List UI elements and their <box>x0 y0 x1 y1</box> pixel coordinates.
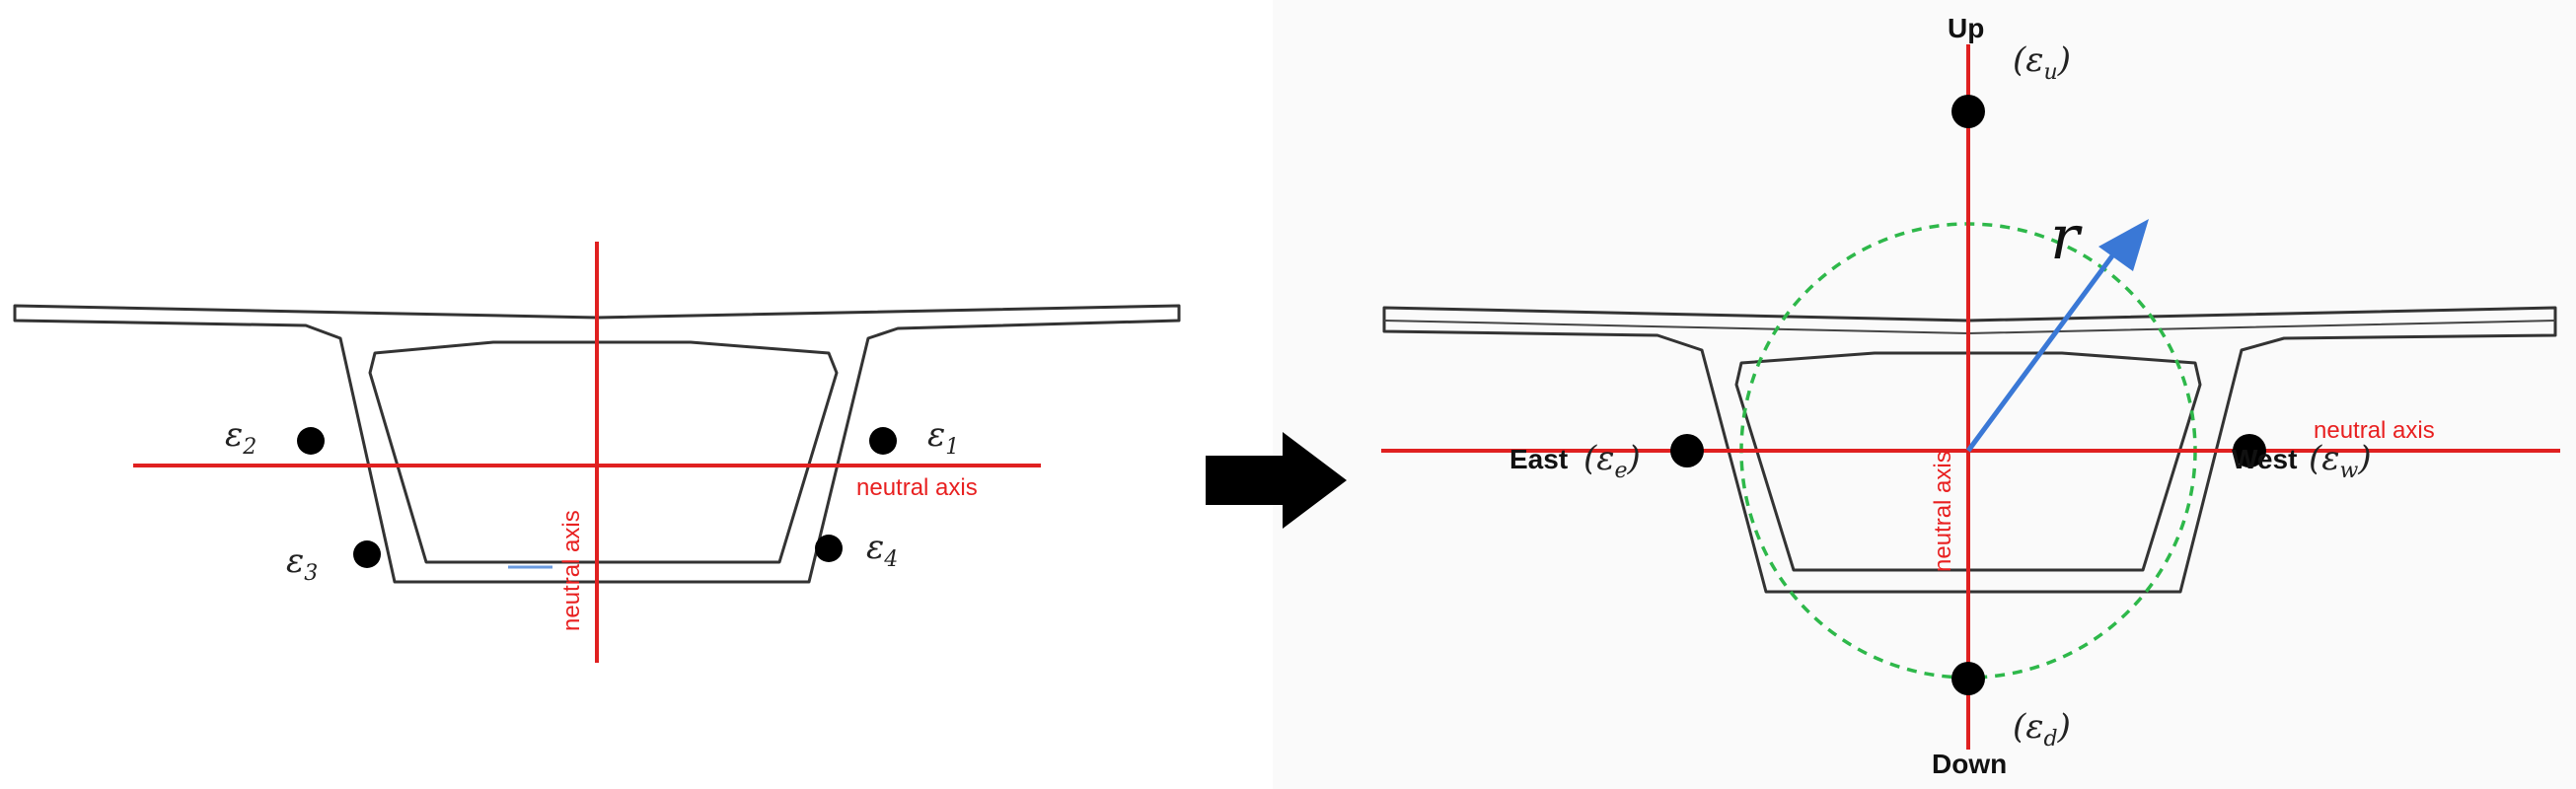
down-label: Down <box>1932 749 2007 779</box>
east-strain-label: (εe) <box>1583 439 1641 483</box>
up-label: Up <box>1948 13 1984 43</box>
left-girder-inner-cell <box>368 340 839 564</box>
radius-arrow-head-icon <box>2098 219 2149 271</box>
west-strain-label: (εw) <box>2309 439 2372 483</box>
left-neutral-axis-horizontal-label: neutral axis <box>856 474 978 501</box>
gauge-e3-label: ε3 <box>286 541 318 586</box>
right-girder-outer-outline <box>1382 306 2557 594</box>
right-girder-inner-cell <box>1734 351 2202 572</box>
gauge-e2-label: ε2 <box>225 415 257 460</box>
left-girder-outer-outline <box>13 304 1181 584</box>
down-strain-label: (εd) <box>2013 707 2071 752</box>
right-diagram: r neutral axis neutral axis Up Down East… <box>1381 13 2560 779</box>
radius-arrow-line <box>1965 245 2122 453</box>
left-neutral-axis-vertical-label: neutral axis <box>558 510 585 631</box>
gauge-e2-dot <box>297 427 325 455</box>
gauge-west-dot <box>2233 434 2266 467</box>
up-strain-label: (εu) <box>2013 40 2071 85</box>
gauge-e1-label: ε1 <box>927 415 959 460</box>
gauge-e4-dot <box>815 535 843 562</box>
right-neutral-axis-vertical-label: neutral axis <box>1930 451 1956 572</box>
right-arrow-icon <box>1206 432 1347 529</box>
west-label: West <box>2232 444 2297 474</box>
gauge-e4-label: ε4 <box>866 528 898 572</box>
east-label: East <box>1509 444 1568 474</box>
gauge-up-dot <box>1951 95 1985 128</box>
gauge-e1-dot <box>869 427 897 455</box>
right-panel-background <box>1273 0 2576 789</box>
right-neutral-axis-horizontal-label: neutral axis <box>2314 417 2435 444</box>
gauge-down-dot <box>1951 662 1985 695</box>
gauge-east-dot <box>1670 434 1704 467</box>
radius-label: r <box>2050 201 2083 273</box>
gauge-e3-dot <box>353 540 381 568</box>
left-diagram: neutral axis neutral axis ε1 ε2 ε3 ε4 <box>13 242 1181 663</box>
